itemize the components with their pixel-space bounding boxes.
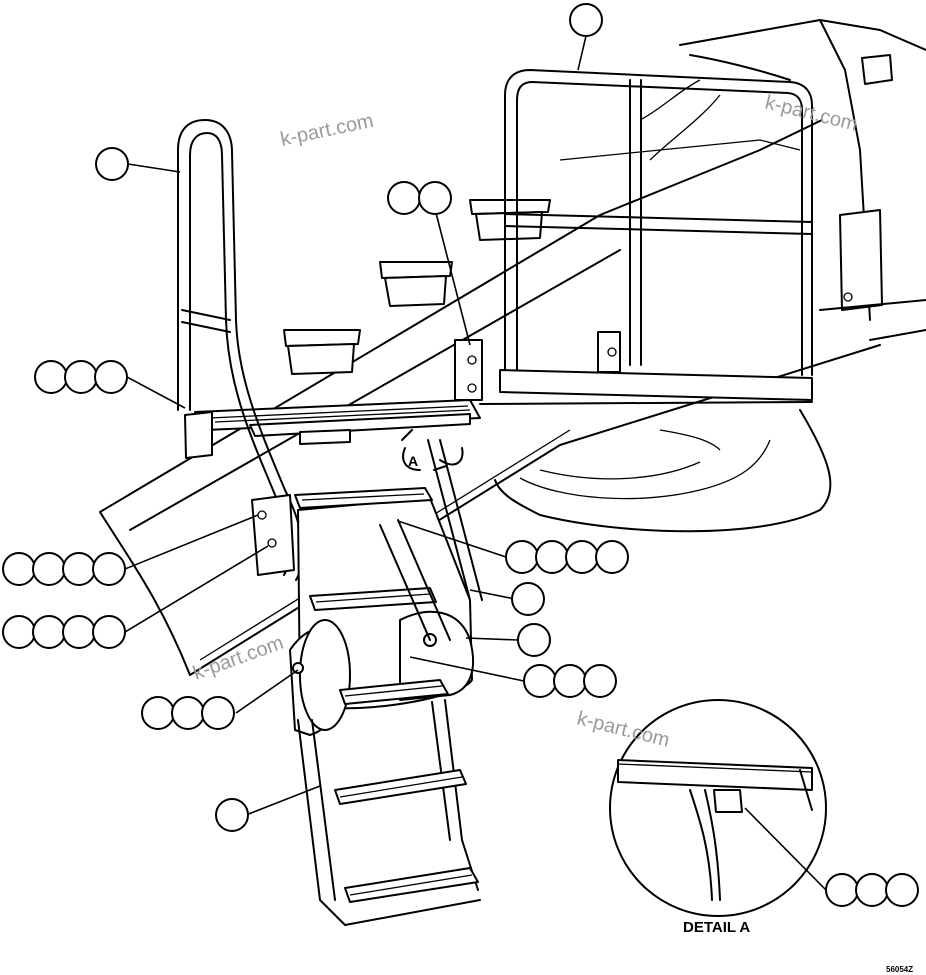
callout-bubble [2, 552, 36, 586]
callout-bubble [32, 615, 66, 649]
callout-bubble [141, 696, 175, 730]
callout-bubble [825, 873, 859, 907]
callout-bubbles [2, 3, 919, 907]
walkway [184, 399, 481, 459]
watermark-text: k-part.com [190, 632, 286, 685]
callout-bubble [94, 360, 128, 394]
ladder [251, 439, 483, 926]
callout-bubble [32, 552, 66, 586]
watermark-text: k-part.com [278, 110, 375, 151]
callout-bubble [855, 873, 889, 907]
view-arrow-group: A [401, 429, 447, 471]
callout-bubble [511, 582, 545, 616]
callout-bubble [523, 664, 557, 698]
callout-bubble [418, 181, 452, 215]
body-steps [283, 199, 551, 375]
callout-bubble [215, 798, 249, 832]
callout-bubble [92, 615, 126, 649]
callout-bubble [885, 873, 919, 907]
guardrail [454, 69, 813, 405]
callout-bubble [505, 540, 539, 574]
callout-bubble [171, 696, 205, 730]
callout-bubble [595, 540, 629, 574]
leader-lines [124, 35, 827, 891]
detail-a: DETAIL A [609, 699, 827, 936]
callout-bubble [201, 696, 235, 730]
callout-bubble [2, 615, 36, 649]
callout-bubble [387, 181, 421, 215]
callout-bubble [95, 147, 129, 181]
view-label: A [408, 453, 418, 469]
callout-bubble [553, 664, 587, 698]
callout-bubble [64, 360, 98, 394]
callout-bubble [34, 360, 68, 394]
watermark-text: k-part.com [575, 708, 672, 752]
callout-bubble [62, 552, 96, 586]
callout-bubble [92, 552, 126, 586]
callout-bubble [517, 623, 551, 657]
detail-label: DETAIL A [683, 919, 750, 936]
callout-bubble [583, 664, 617, 698]
drawing-number: 56054Z [886, 965, 913, 974]
callout-bubble [535, 540, 569, 574]
callout-bubble [62, 615, 96, 649]
callout-bubble [565, 540, 599, 574]
callout-bubble [569, 3, 603, 37]
